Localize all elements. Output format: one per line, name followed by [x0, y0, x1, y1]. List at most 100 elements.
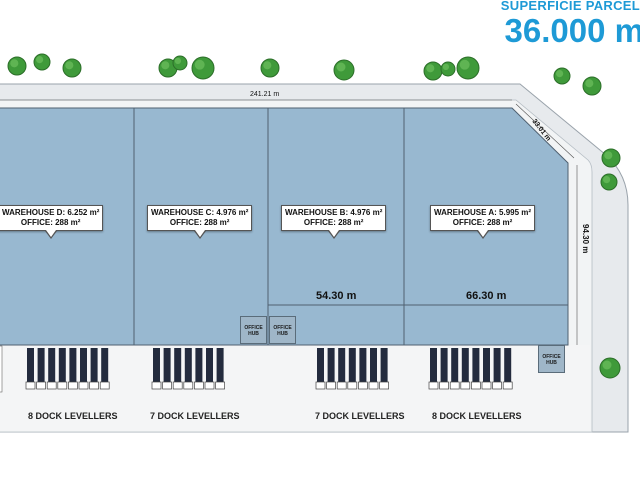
tree-highlight: [459, 59, 470, 70]
warehouse-c-office: OFFICE: 288 m²: [169, 218, 230, 227]
dim-inner-b: 54.30 m: [316, 290, 357, 302]
tree-highlight: [194, 59, 205, 70]
dock-leveller: [461, 348, 469, 382]
dock-yard-left-edge: [0, 345, 3, 393]
dock-leveller: [317, 348, 324, 382]
dock-bumper: [428, 381, 439, 390]
dock-leveller: [69, 348, 77, 382]
dock-leveller: [101, 348, 109, 382]
dock-leveller: [370, 348, 377, 382]
warehouse-a-callout: WAREHOUSE A: 5.995 m² OFFICE: 288 m²: [430, 205, 536, 239]
dock-leveller: [48, 348, 56, 382]
warehouse-b-callout: WAREHOUSE B: 4.976 m² OFFICE: 288 m²: [281, 205, 387, 239]
dock-leveller: [58, 348, 66, 382]
dock-label-c: 7 DOCK LEVELLERS: [150, 411, 240, 421]
dock-bumper: [151, 381, 162, 390]
dock-leveller: [184, 348, 192, 382]
dock-bumper: [25, 381, 36, 390]
dock-bumper: [502, 381, 513, 390]
dock-leveller: [359, 348, 367, 382]
dock-bumper: [68, 381, 78, 390]
dock-bumper: [449, 381, 460, 390]
dock-leveller: [348, 348, 356, 382]
dock-bumper: [36, 381, 46, 390]
dock-bumper: [172, 381, 183, 390]
tree-highlight: [585, 79, 594, 88]
dock-leveller: [483, 348, 490, 382]
tree-highlight: [602, 360, 612, 370]
tree-highlight: [161, 61, 170, 70]
dock-leveller: [338, 348, 346, 382]
dock-bumper: [492, 381, 502, 390]
warehouse-d-name: WAREHOUSE D: 6.252 m²: [2, 208, 100, 217]
site-area-value: 36.000 m: [504, 12, 640, 49]
dock-bumper: [439, 381, 449, 390]
dock-bumper: [368, 381, 379, 390]
dock-label-b: 7 DOCK LEVELLERS: [315, 411, 405, 421]
warehouse-b-name: WAREHOUSE B: 4.976 m²: [285, 208, 383, 217]
dock-bumper: [204, 381, 215, 390]
dock-bumper: [183, 381, 194, 390]
tree-highlight: [442, 63, 450, 71]
dock-bumper: [460, 381, 471, 390]
warehouse-c-callout: WAREHOUSE C: 4.976 m² OFFICE: 288 m²: [147, 205, 253, 239]
dim-top-length: 241.21 m: [250, 91, 280, 98]
dock-label-a: 8 DOCK LEVELLERS: [432, 411, 522, 421]
dock-leveller: [327, 348, 335, 382]
dock-bumper: [358, 381, 368, 390]
dock-leveller: [174, 348, 182, 382]
dock-bumper: [89, 381, 99, 390]
warehouse-a-name: WAREHOUSE A: 5.995 m²: [434, 208, 532, 217]
dock-leveller: [440, 348, 448, 382]
dock-leveller: [451, 348, 459, 382]
dock-bumper: [471, 381, 481, 390]
warehouse-a-office: OFFICE: 288 m²: [452, 218, 513, 227]
dock-leveller: [472, 348, 480, 382]
dim-line-corner: [515, 103, 575, 159]
office-hub-c: OFFICE HUB: [240, 316, 267, 344]
dock-bumper: [78, 381, 89, 390]
office-hub-a: OFFICE HUB: [538, 345, 565, 373]
dock-label-d: 8 DOCK LEVELLERS: [28, 411, 118, 421]
dock-leveller: [195, 348, 203, 382]
tree-highlight: [556, 70, 564, 78]
dock-leveller: [206, 348, 213, 382]
dock-leveller: [27, 348, 34, 382]
dock-bumper: [194, 381, 204, 390]
tree-highlight: [174, 57, 182, 65]
dock-leveller: [430, 348, 437, 382]
dock-leveller: [504, 348, 512, 382]
tree-highlight: [263, 61, 272, 70]
dock-leveller: [90, 348, 98, 382]
dock-bumper: [379, 381, 389, 390]
dock-leveller: [493, 348, 501, 382]
dock-leveller: [163, 348, 171, 382]
warehouse-d-office: OFFICE: 288 m²: [20, 218, 81, 227]
dim-inner-a: 66.30 m: [466, 290, 507, 302]
warehouse-c-name: WAREHOUSE C: 4.976 m²: [151, 208, 249, 217]
dock-leveller: [37, 348, 45, 382]
tree-highlight: [336, 62, 346, 72]
dock-bumper: [215, 381, 225, 390]
dock-bumper: [162, 381, 172, 390]
dock-bumper: [57, 381, 68, 390]
dock-leveller: [80, 348, 87, 382]
tree-highlight: [603, 176, 611, 184]
tree-highlight: [10, 59, 19, 68]
dock-leveller: [216, 348, 224, 382]
office-hub-b: OFFICE HUB: [269, 316, 296, 344]
site-area-title: SUPERFICIE PARCEL: [500, 0, 640, 13]
dock-bumper: [315, 381, 326, 390]
warehouse-d-callout: WAREHOUSE D: 6.252 m² OFFICE: 288 m²: [0, 205, 104, 239]
dock-bumper: [481, 381, 492, 390]
dock-leveller: [380, 348, 388, 382]
dock-bumper: [46, 381, 57, 390]
dim-side-length: 94.30 m: [581, 224, 590, 254]
dock-bumper: [326, 381, 336, 390]
site-area-label: SUPERFICIE PARCEL 36.000 m: [501, 0, 640, 49]
tree-highlight: [36, 56, 44, 64]
tree-highlight: [604, 151, 613, 160]
dock-bumper: [336, 381, 347, 390]
warehouse-b-office: OFFICE: 288 m²: [303, 218, 364, 227]
